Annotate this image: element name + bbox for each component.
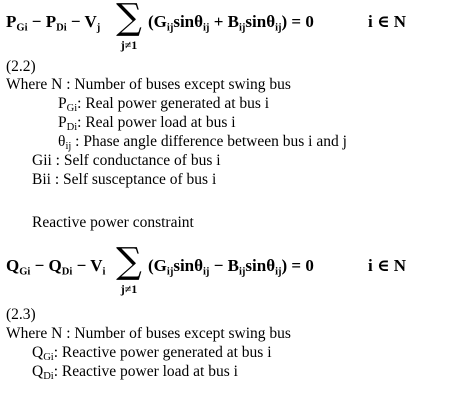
definition-item: Gii : Self conductance of bus i bbox=[32, 152, 221, 169]
equation-real-power: PGi − PDi − Vj ∑ j≠1 (Gijsinθij + Bijsin… bbox=[0, 0, 451, 60]
definition-item: QDi: Reactive power load at bus i bbox=[32, 363, 238, 383]
equation-lhs: QGi − QDi − Vi bbox=[6, 256, 106, 278]
where-line: Where N : Number of buses except swing b… bbox=[6, 76, 291, 93]
definition-item: PGi: Real power generated at bus i bbox=[58, 95, 270, 115]
equation-number: (2.3) bbox=[6, 306, 36, 323]
equation-condition: i ∈ N bbox=[368, 256, 407, 275]
where-line: Where N : Number of buses except swing b… bbox=[6, 325, 291, 342]
equation-number: (2.2) bbox=[6, 58, 36, 75]
equation-rhs: (Gijsinθij − Bijsinθij) = 0 bbox=[148, 256, 314, 278]
definition-item: PDi: Real power load at bus i bbox=[58, 114, 236, 134]
equation-lhs: PGi − PDi − Vj bbox=[6, 12, 101, 34]
equation-condition: i ∈ N bbox=[368, 12, 407, 31]
equation-reactive-power: QGi − QDi − Vi ∑ j≠1 (Gijsinθij − Bijsin… bbox=[0, 244, 451, 304]
summation-symbol: ∑ j≠1 bbox=[112, 0, 146, 53]
equation-rhs: (Gijsinθij + Bijsinθij) = 0 bbox=[148, 12, 314, 34]
summation-index: j≠1 bbox=[120, 38, 138, 52]
definition-item: Bii : Self susceptance of bus i bbox=[32, 171, 217, 188]
summation-index: j≠1 bbox=[120, 282, 138, 296]
section-title: Reactive power constraint bbox=[32, 214, 194, 231]
definition-item: QGi: Reactive power generated at bus i bbox=[32, 344, 272, 364]
summation-symbol: ∑ j≠1 bbox=[112, 244, 146, 297]
definition-item: θij : Phase angle difference between bus… bbox=[58, 133, 347, 153]
